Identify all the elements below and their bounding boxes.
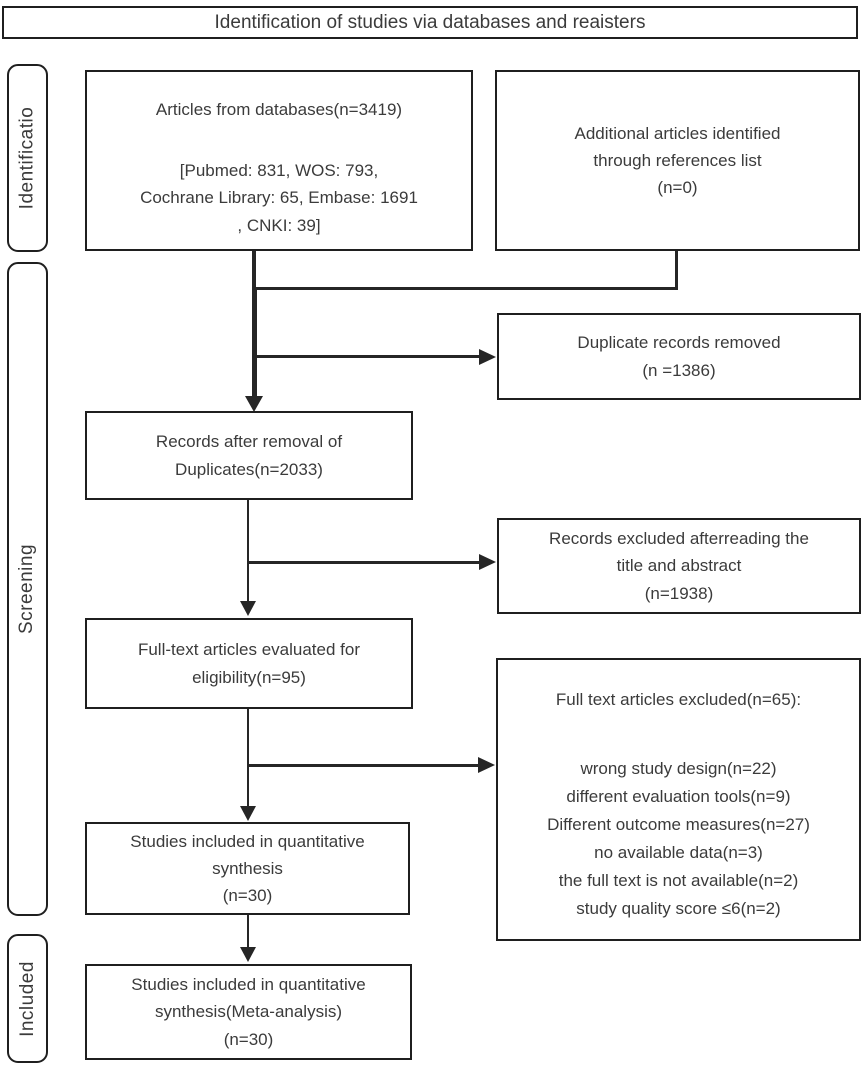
stage-included: Included: [7, 934, 48, 1063]
connector-merge-down: [251, 287, 257, 397]
box-heading: Full text articles excluded(n=65):: [555, 690, 802, 709]
connector-merge-horizontal: [253, 287, 678, 290]
box-line: , CNKI: 39]: [237, 215, 321, 235]
diagram-title: Identification of studies via databases …: [214, 11, 646, 33]
connector-references-down: [675, 251, 678, 289]
stage-included-label: Included: [16, 960, 38, 1037]
box-line: title and abstract: [616, 556, 742, 576]
box-excluded-title-abstract: Records excluded afterreading the title …: [497, 518, 861, 614]
exclusion-reason: different evaluation tools(n=9): [566, 787, 791, 807]
connector-to-excluded-title-abstract: [248, 561, 479, 564]
arrowhead-to-fulltext-evaluated: [240, 601, 256, 616]
arrowhead-to-fulltext-excluded: [478, 757, 495, 773]
stage-screening: Screening: [7, 262, 48, 916]
stage-identification: Identificatio: [7, 64, 48, 252]
box-line: eligibility(n=95): [192, 667, 306, 687]
box-line: Articles from databases(n=3419): [155, 100, 403, 119]
box-line: through references list: [593, 150, 762, 170]
box-line: Records excluded afterreading the: [549, 529, 809, 549]
arrowhead-to-duplicates: [479, 349, 496, 365]
box-line: (n=30): [223, 1029, 274, 1049]
box-after-duplicates: Records after removal of Duplicates(n=20…: [85, 411, 413, 500]
arrowhead-to-after-duplicates: [245, 396, 263, 412]
box-line: Duplicates(n=2033): [175, 459, 323, 479]
box-articles-from-databases: Articles from databases(n=3419) [Pubmed:…: [85, 70, 473, 251]
exclusion-reason: Different outcome measures(n=27): [547, 815, 810, 835]
box-fulltext-excluded: Full text articles excluded(n=65): wrong…: [496, 658, 861, 941]
connector-after-duplicates-down: [246, 500, 249, 602]
connector-fulltext-down: [246, 709, 249, 807]
box-duplicates-removed: Duplicate records removed (n =1386): [497, 313, 861, 400]
box-line: Full-text articles evaluated for: [137, 640, 361, 660]
arrowhead-to-excluded-title-abstract: [479, 554, 496, 570]
connector-to-fulltext-excluded: [248, 764, 478, 767]
box-line: [Pubmed: 831, WOS: 793,: [179, 161, 379, 181]
exclusion-reason: the full text is not available(n=2): [558, 871, 799, 891]
diagram-title-box: Identification of studies via databases …: [2, 6, 858, 39]
arrowhead-to-meta-analysis: [240, 947, 256, 962]
box-fulltext-evaluated: Full-text articles evaluated for eligibi…: [85, 618, 413, 709]
box-line: (n=1938): [644, 583, 714, 603]
box-line: Studies included in quantitative: [130, 831, 365, 851]
box-line: Studies included in quantitative: [131, 975, 366, 995]
box-line: Records after removal of: [155, 432, 343, 452]
connector-to-duplicates: [254, 355, 480, 358]
exclusion-reason: wrong study design(n=22): [580, 759, 777, 779]
exclusion-reason: study quality score ≤6(n=2): [576, 899, 781, 919]
box-meta-analysis: Studies included in quantitative synthes…: [85, 964, 412, 1060]
exclusion-reason: no available data(n=3): [594, 843, 763, 863]
connector-synthesis-down: [246, 915, 249, 948]
box-line: Duplicate records removed: [577, 333, 781, 353]
box-additional-articles-references: Additional articles identified through r…: [495, 70, 860, 251]
arrowhead-to-quantitative-synthesis: [240, 806, 256, 821]
box-line: (n =1386): [642, 360, 716, 380]
stage-identification-label: Identificatio: [16, 106, 38, 210]
box-line: (n=30): [222, 886, 273, 906]
connector-databases-down: [252, 251, 256, 289]
box-line: synthesis: [212, 858, 283, 878]
box-line: Cochrane Library: 65, Embase: 1691: [140, 188, 418, 208]
box-line: Additional articles identified: [574, 123, 781, 143]
box-line: synthesis(Meta-analysis): [154, 1002, 343, 1022]
stage-screening-label: Screening: [16, 543, 38, 635]
box-line: (n=0): [657, 178, 698, 198]
box-quantitative-synthesis: Studies included in quantitative synthes…: [85, 822, 410, 915]
